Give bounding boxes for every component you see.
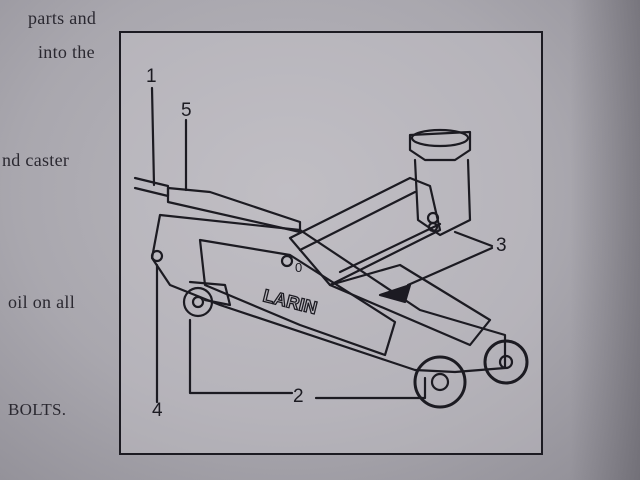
leader-line-1 (150, 86, 156, 187)
body-text-line: nd caster (2, 150, 70, 170)
front-wheel-left (413, 355, 467, 409)
chassis-frame (150, 213, 507, 374)
bolt (280, 254, 294, 268)
handle (133, 176, 170, 198)
body-text-line: into the (38, 42, 95, 62)
front-wheel-right-hub (498, 354, 514, 370)
saddle-top (410, 128, 470, 148)
cylinder-pivot (378, 283, 412, 304)
lift-arm-edge (298, 190, 417, 252)
callout-label-1: 1 (146, 66, 157, 87)
leader-line-3b (406, 246, 494, 287)
body-text-line: BOLTS. (8, 400, 67, 419)
body-text-line: parts and (28, 8, 97, 28)
callout-label-5: 5 (181, 100, 192, 121)
leader-line-2a (188, 318, 294, 395)
front-wheel-right (483, 339, 529, 385)
leader-line-3a (453, 230, 494, 248)
callout-label-0: 0 (295, 260, 302, 275)
bolt (150, 249, 164, 263)
lift-arm (288, 176, 442, 287)
side-plate-panel (198, 238, 397, 357)
lift-arm-edge (338, 222, 442, 274)
top-plate (166, 186, 302, 234)
page-shadow (570, 0, 640, 480)
saddle (408, 130, 472, 162)
front-wheel-left-hub (430, 372, 450, 392)
body-text-line: oil on all (8, 292, 75, 312)
callout-label-2: 2 (293, 386, 304, 407)
caster-bracket (188, 280, 232, 307)
hydraulic-cylinder (328, 263, 492, 347)
callout-label-3: 3 (496, 235, 507, 256)
bolt (427, 221, 439, 233)
rear-caster-hub (191, 295, 205, 309)
rear-caster-wheel (182, 286, 214, 318)
saddle-post (413, 158, 472, 237)
callout-label-4: 4 (152, 400, 163, 421)
leader-line-2b (314, 376, 427, 400)
